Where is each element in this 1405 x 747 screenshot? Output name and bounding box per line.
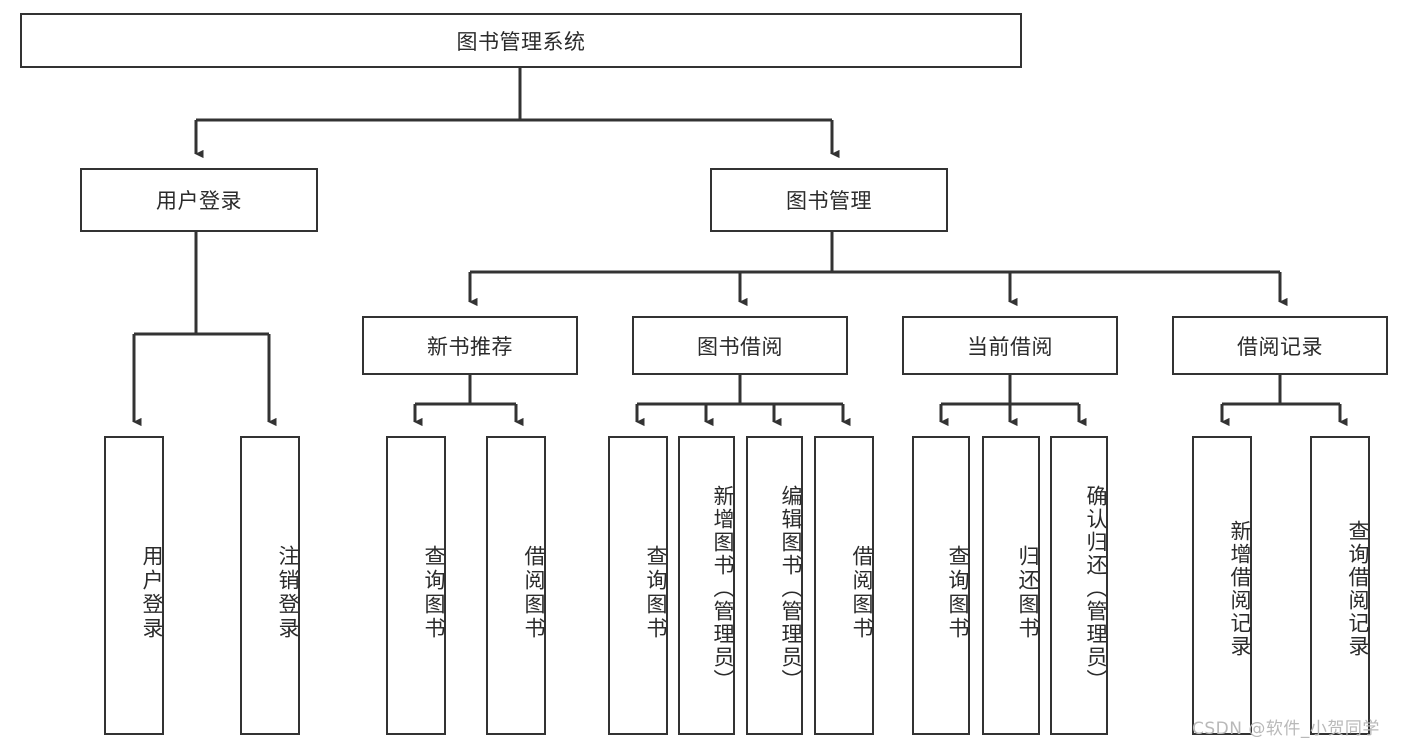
leaf-borrow-books-newbook[interactable]: 借阅图书 [486,436,546,735]
leaf-user-login[interactable]: 用户登录 [104,436,164,735]
node-root[interactable]: 图书管理系统 [20,13,1022,68]
node-user-login[interactable]: 用户登录 [80,168,318,232]
node-book-management[interactable]: 图书管理 [710,168,948,232]
node-book-borrowing[interactable]: 图书借阅 [632,316,848,375]
leaf-query-books-current[interactable]: 查询图书 [912,436,970,735]
node-new-book-recommendation[interactable]: 新书推荐 [362,316,578,375]
leaf-edit-book-admin[interactable]: 编辑图书（管理员） [746,436,803,735]
leaf-borrow-books[interactable]: 借阅图书 [814,436,874,735]
leaf-confirm-return-admin[interactable]: 确认归还（管理员） [1050,436,1108,735]
leaf-add-book-admin[interactable]: 新增图书（管理员） [678,436,735,735]
csdn-watermark: CSDN @软件_小贺同学 [1192,719,1380,739]
leaf-query-books-newbook[interactable]: 查询图书 [386,436,446,735]
node-current-borrowing[interactable]: 当前借阅 [902,316,1118,375]
node-borrow-records[interactable]: 借阅记录 [1172,316,1388,375]
leaf-return-books[interactable]: 归还图书 [982,436,1040,735]
leaf-logout[interactable]: 注销登录 [240,436,300,735]
leaf-query-borrow-record[interactable]: 查询借阅记录 [1310,436,1370,735]
leaf-query-books-borrow[interactable]: 查询图书 [608,436,668,735]
leaf-add-borrow-record[interactable]: 新增借阅记录 [1192,436,1252,735]
